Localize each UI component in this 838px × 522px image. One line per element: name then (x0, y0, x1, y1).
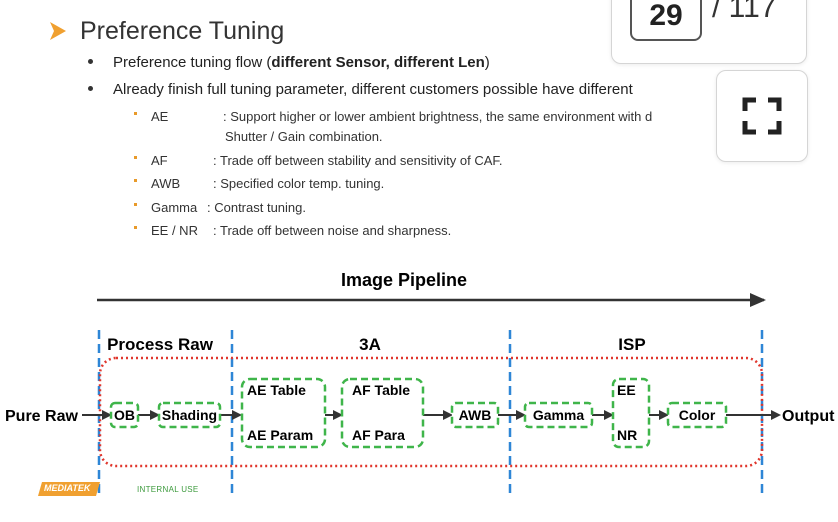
sub-item-text: : Trade off between noise and sharpness. (213, 223, 452, 238)
input-label: Pure Raw (5, 408, 78, 425)
block-ob (109, 401, 140, 429)
sub-item-label: AF (151, 153, 168, 168)
internal-use-note: INTERNAL USE (137, 485, 199, 494)
current-page-field[interactable]: 29 (630, 0, 702, 41)
sub-item-label: AE (151, 109, 169, 124)
sub-bullet-icon (134, 203, 137, 206)
slide-title-row: Preference Tuning (48, 14, 284, 48)
brand-logo: MEDIATEK (38, 482, 100, 496)
bullet-dot-icon (88, 86, 93, 91)
sub-item-text: : Specified color temp. tuning. (213, 176, 385, 191)
sub-item-ae: AE : Support higher or lower ambient bri… (134, 109, 652, 124)
sub-item-gamma: Gamma : Contrast tuning. (134, 200, 306, 215)
block-ae (240, 377, 327, 449)
block-shading (157, 401, 222, 429)
block-label-af-table: AF Table (352, 382, 410, 398)
section-label-3a: 3A (359, 335, 381, 354)
block-label-shading: Shading (162, 407, 217, 423)
sub-bullet-icon (134, 179, 137, 182)
bullet-dot-icon (88, 59, 93, 64)
sub-item-text: : Trade off between stability and sensit… (213, 153, 503, 168)
sub-item-continuation: Shutter / Gain combination. (225, 129, 383, 144)
pipeline-frame (98, 356, 764, 468)
block-label-ae-param: AE Param (247, 427, 313, 443)
sub-bullet-icon (134, 156, 137, 159)
fullscreen-button[interactable] (716, 70, 808, 162)
bullet-text-prefix: Preference tuning flow ( (113, 54, 272, 71)
sub-item-ee-nr: EE / NR : Trade off between noise and sh… (134, 223, 451, 238)
sub-item-label: EE / NR (151, 223, 198, 238)
block-af (340, 377, 425, 449)
pipeline-title: Image Pipeline (341, 270, 467, 290)
block-label-ee: EE (617, 382, 636, 398)
sub-item-text: : Support higher or lower ambient bright… (223, 109, 653, 124)
image-pipeline-diagram: Image Pipeline Process Raw 3A ISP Pure R… (5, 270, 835, 498)
bullet-text-bold: different Sensor, different Len (271, 54, 485, 71)
block-label-awb: AWB (459, 407, 492, 423)
sub-bullet-icon (134, 112, 137, 115)
sub-item-label: AWB (151, 176, 181, 191)
slide-title: Preference Tuning (80, 16, 285, 45)
pipeline-blocks (109, 377, 728, 449)
page-counter: 29 / 117 (611, 0, 807, 64)
bullet-item: Already finish full tuning parameter, di… (88, 81, 633, 98)
block-awb (450, 401, 500, 429)
orange-arrow-bullet-icon (50, 22, 66, 40)
sub-item-awb: AWB : Specified color temp. tuning. (134, 176, 384, 191)
sub-bullet-icon (134, 226, 137, 229)
sub-item-label: Gamma (151, 200, 198, 215)
block-color (666, 401, 728, 429)
sub-item-af: AF : Trade off between stability and sen… (134, 153, 503, 168)
brand-name: MEDIATEK (44, 483, 91, 493)
bullet-item: Preference tuning flow (different Sensor… (88, 54, 490, 71)
sub-item-text: : Contrast tuning. (207, 200, 306, 215)
mediatek-logo-icon (38, 482, 100, 496)
block-label-af-para: AF Para (352, 427, 405, 443)
block-gamma (523, 401, 594, 429)
bullet-text-suffix: ) (484, 54, 490, 71)
section-label-process-raw: Process Raw (107, 335, 214, 354)
output-label: Output (782, 408, 835, 425)
block-label-ob: OB (114, 407, 135, 423)
block-label-gamma: Gamma (533, 407, 585, 423)
fullscreen-icon (742, 97, 782, 135)
block-label-color: Color (679, 407, 716, 423)
block-label-nr: NR (617, 427, 637, 443)
bullet-text: Already finish full tuning parameter, di… (113, 81, 633, 98)
section-label-isp: ISP (618, 335, 645, 354)
block-ee-nr (611, 377, 651, 449)
total-pages: / 117 (712, 0, 777, 24)
block-label-ae-table: AE Table (247, 382, 306, 398)
